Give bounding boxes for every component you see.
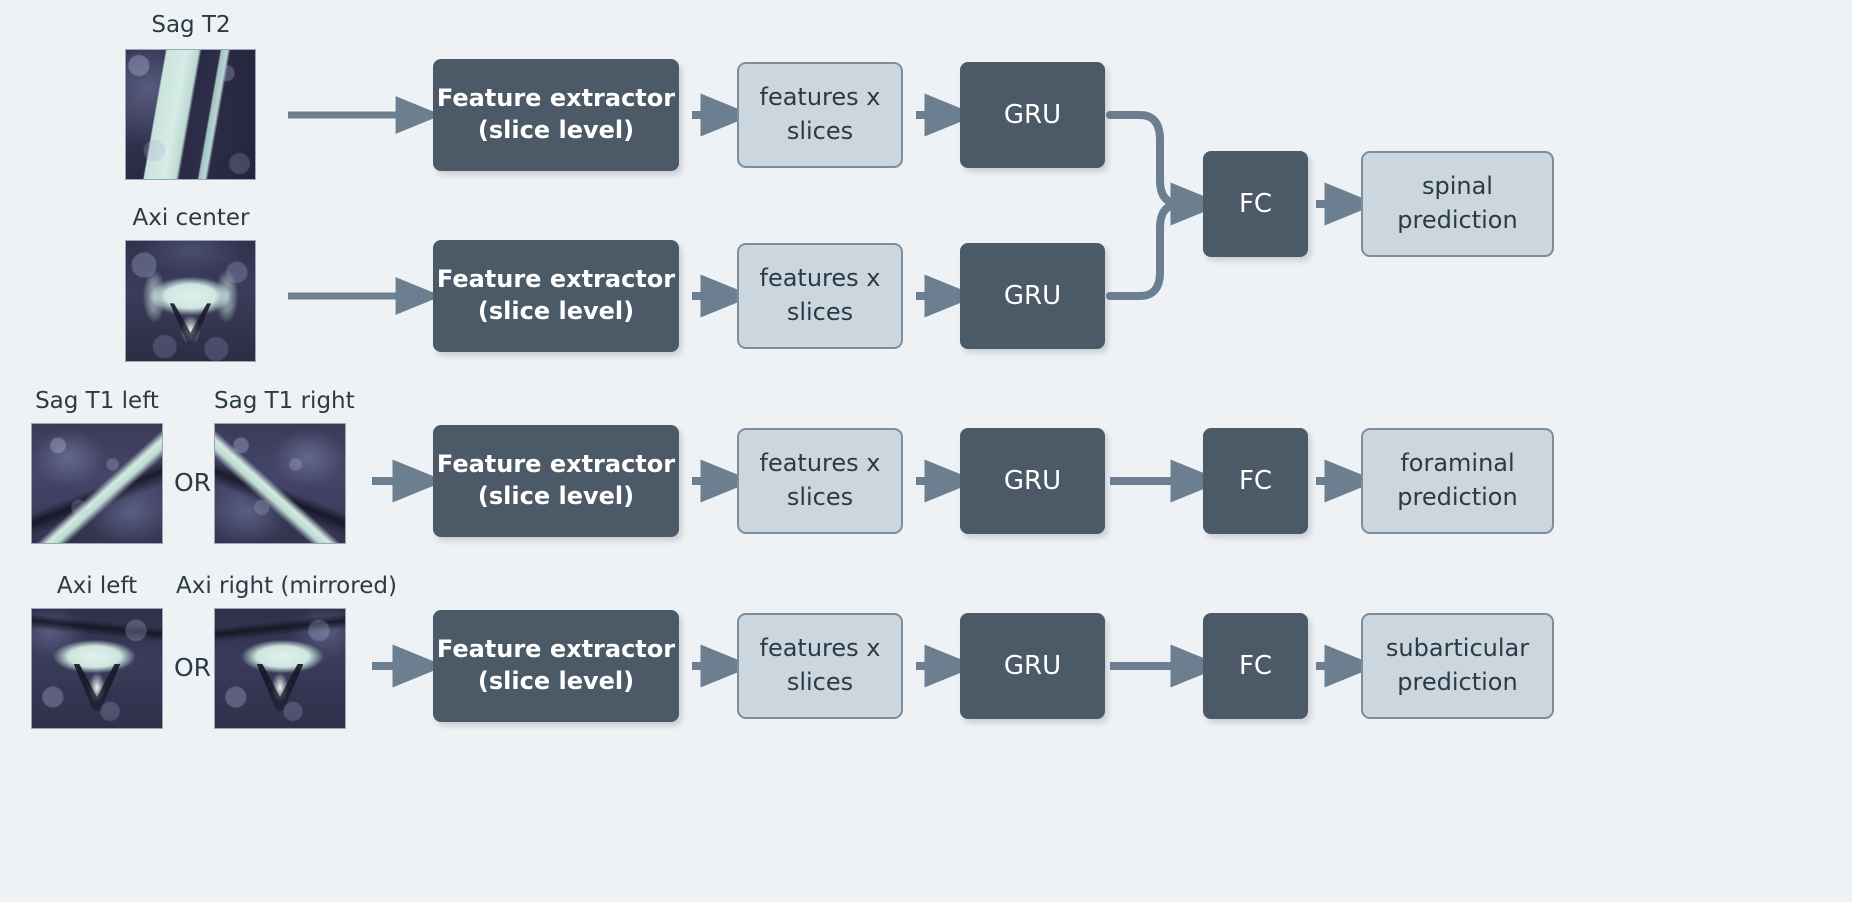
image-sag-t2 [125, 49, 256, 180]
gru-label: GRU [1003, 280, 1062, 311]
spinal-prediction[interactable]: spinal prediction [1361, 151, 1554, 257]
features-x-slices-sag-t1[interactable]: features x slices [737, 428, 903, 534]
feature-extractor-label-line1: Feature extractor [436, 635, 676, 664]
feature-extractor-label-line2: (slice level) [477, 116, 635, 144]
feature-extractor-label-line1: Feature extractor [436, 450, 676, 479]
image-axi-right [214, 608, 346, 729]
gru-label: GRU [1003, 99, 1062, 130]
features-label-line2: slices [786, 668, 854, 696]
or-label-sag-t1: OR [174, 468, 212, 497]
or-label-axi: OR [174, 653, 212, 682]
feature-extractor-label-line2: (slice level) [477, 667, 635, 695]
features-x-slices-sag-t2[interactable]: features x slices [737, 62, 903, 168]
gru-axi-center[interactable]: GRU [960, 243, 1105, 349]
features-label-line1: features x [759, 634, 881, 663]
features-x-slices-axi-sub[interactable]: features x slices [737, 613, 903, 719]
fc-label: FC [1238, 650, 1273, 681]
caption-sag-t1-left: Sag T1 left [35, 388, 159, 414]
gru-sag-t1[interactable]: GRU [960, 428, 1105, 534]
features-label-line1: features x [759, 264, 881, 293]
subarticular-prediction[interactable]: subarticular prediction [1361, 613, 1554, 719]
features-label-line2: slices [786, 298, 854, 326]
spinal-prediction-line2: prediction [1397, 206, 1518, 234]
spinal-prediction-line1: spinal [1421, 172, 1493, 201]
subarticular-prediction-line1: subarticular [1385, 634, 1530, 663]
fc-label: FC [1238, 465, 1273, 496]
foraminal-prediction-line1: foraminal [1400, 449, 1515, 478]
image-sag-t1-left [31, 423, 163, 544]
features-x-slices-axi-center[interactable]: features x slices [737, 243, 903, 349]
image-axi-center [125, 240, 256, 362]
gru-sag-t2[interactable]: GRU [960, 62, 1105, 168]
image-sag-t1-right [214, 423, 346, 544]
features-label-line2: slices [786, 117, 854, 145]
feature-extractor-label-line1: Feature extractor [436, 265, 676, 294]
feature-extractor-sag-t1[interactable]: Feature extractor (slice level) [433, 425, 679, 537]
feature-extractor-label-line1: Feature extractor [436, 84, 676, 113]
gru-label: GRU [1003, 650, 1062, 681]
image-axi-left [31, 608, 163, 729]
feature-extractor-axi-center[interactable]: Feature extractor (slice level) [433, 240, 679, 352]
caption-sag-t1-right: Sag T1 right [214, 388, 355, 414]
subarticular-prediction-line2: prediction [1397, 668, 1518, 696]
feature-extractor-label-line2: (slice level) [477, 482, 635, 510]
feature-extractor-label-line2: (slice level) [477, 297, 635, 325]
features-label-line2: slices [786, 483, 854, 511]
fc-foraminal[interactable]: FC [1203, 428, 1308, 534]
features-label-line1: features x [759, 83, 881, 112]
fc-spinal[interactable]: FC [1203, 151, 1308, 257]
feature-extractor-sag-t2[interactable]: Feature extractor (slice level) [433, 59, 679, 171]
foraminal-prediction-line2: prediction [1397, 483, 1518, 511]
caption-axi-right: Axi right (mirrored) [176, 573, 397, 599]
features-label-line1: features x [759, 449, 881, 478]
caption-axi-left: Axi left [56, 573, 138, 599]
fc-subarticular[interactable]: FC [1203, 613, 1308, 719]
gru-axi-sub[interactable]: GRU [960, 613, 1105, 719]
foraminal-prediction[interactable]: foraminal prediction [1361, 428, 1554, 534]
caption-sag-t2: Sag T2 [151, 12, 231, 38]
arrow-merge-to-fc-spinal [1106, 111, 1224, 300]
caption-axi-center: Axi center [132, 205, 250, 231]
fc-label: FC [1238, 188, 1273, 219]
feature-extractor-axi-sub[interactable]: Feature extractor (slice level) [433, 610, 679, 722]
gru-label: GRU [1003, 465, 1062, 496]
